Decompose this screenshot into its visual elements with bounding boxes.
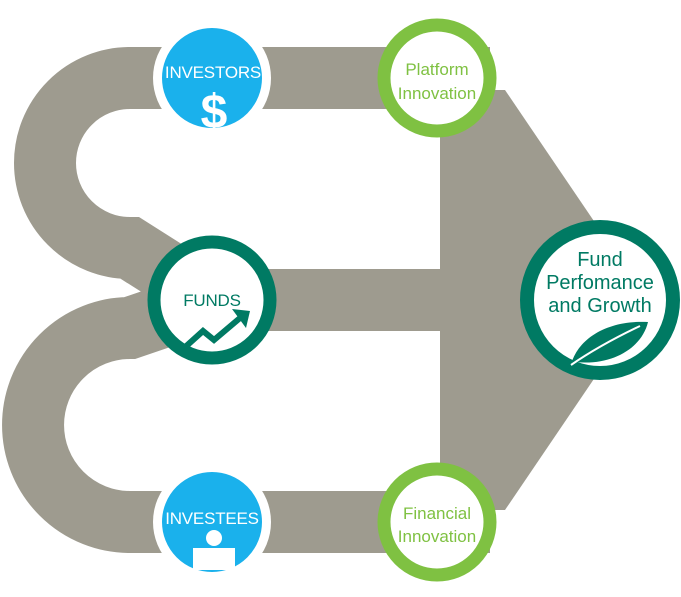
platform-label-line2: Innovation: [398, 84, 476, 103]
investees-label: INVESTEES: [165, 509, 259, 528]
financial-label-line2: Innovation: [398, 527, 476, 546]
pathway: [2, 47, 600, 553]
node-funds: FUNDS: [147, 235, 277, 365]
funds-circle: [147, 235, 277, 365]
growth-label-line2: Perfomance: [546, 272, 654, 294]
financial-label-line1: Financial: [403, 504, 471, 523]
person-at-desk-icon: [193, 530, 235, 570]
financial-circle: [377, 462, 497, 582]
node-investors: INVESTORS $: [153, 19, 271, 139]
node-fund-performance: Fund Perfomance and Growth: [520, 220, 680, 380]
investors-label: INVESTORS: [165, 63, 261, 82]
pathway-top-curve: [14, 47, 229, 327]
investors-circle: [158, 24, 266, 132]
growth-label-line3: and Growth: [548, 295, 651, 317]
node-financial-innovation: Financial Innovation: [377, 462, 497, 582]
node-platform-innovation: Platform Innovation: [377, 18, 497, 138]
dollar-icon: $: [201, 86, 228, 139]
investees-circle: [158, 468, 266, 576]
growth-arrow-icon: [180, 309, 250, 352]
funds-label: FUNDS: [183, 291, 241, 310]
leaf-icon: [570, 321, 648, 366]
platform-circle: [377, 18, 497, 138]
node-investees: INVESTEES: [153, 463, 271, 581]
pathway-bottom-curve: [2, 270, 223, 553]
growth-label-line1: Fund: [577, 249, 623, 271]
platform-label-line1: Platform: [405, 60, 468, 79]
